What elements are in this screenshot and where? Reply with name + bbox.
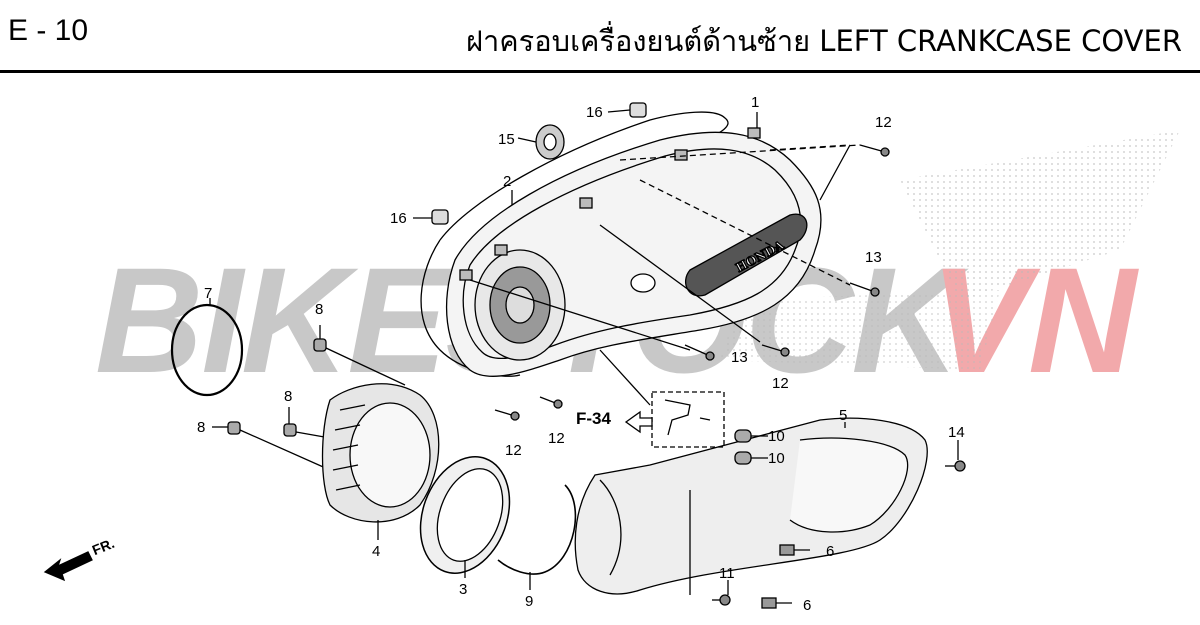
cap-10-lower (734, 451, 752, 465)
callout-15: 15 (498, 131, 515, 148)
grommet-8-top (313, 338, 327, 352)
bolt-12-mid-head (553, 399, 563, 409)
cover-boss-5 (459, 269, 473, 281)
screw-11-head (719, 594, 731, 606)
callout-13-right: 13 (865, 249, 882, 266)
ref-label-f34: F-34 (576, 409, 612, 428)
leader-6 (776, 549, 810, 604)
bolt-13-right-head (870, 287, 880, 297)
clip-6-upper (779, 544, 795, 556)
bolt-12-left-head (510, 411, 520, 421)
callout-2: 2 (503, 173, 511, 190)
cover-boss-4 (494, 244, 508, 256)
bearing-inner (543, 133, 557, 151)
bracket-f34-screw (699, 417, 711, 421)
callout-12-top: 12 (875, 114, 892, 131)
cap-10-upper (734, 429, 752, 443)
callout-13-center: 13 (731, 349, 748, 366)
leader-13-right (639, 179, 851, 286)
callout-4: 4 (372, 543, 380, 560)
clip-part-9 (497, 484, 577, 575)
leader-11 (689, 490, 729, 595)
callout-9: 9 (525, 593, 533, 610)
lower-cover-window (789, 437, 909, 533)
callout-6-lower: 6 (803, 597, 811, 614)
cover-boss-2 (674, 149, 688, 161)
cover-hole (630, 273, 656, 293)
o-ring-part-7 (170, 303, 244, 397)
clip-6-lower (761, 597, 777, 609)
grommet-8-mid (283, 423, 297, 437)
callout-10-upper: 10 (768, 428, 785, 445)
gasket-outline-upper (439, 111, 729, 241)
front-label: FR. (90, 535, 117, 558)
dowel-pin-upper (629, 102, 647, 118)
cover-boss-1 (747, 127, 761, 139)
callout-12-center: 12 (772, 375, 789, 392)
brand-plate (685, 213, 808, 297)
bolt-12-center-head (780, 347, 790, 357)
bolt-12-top-head (880, 147, 890, 157)
bracket-f34 (664, 399, 691, 436)
page-title: ฝาครอบเครื่องยนต์ด้านซ้าย LEFT CRANKCASE… (466, 24, 1182, 58)
watermark-dots-lower (720, 290, 1000, 370)
callout-8-mid: 8 (284, 388, 292, 405)
callout-16-upper: 16 (586, 104, 603, 121)
screw-14-head (954, 460, 966, 472)
callout-10-lower: 10 (768, 450, 785, 467)
front-direction-arrow (43, 551, 93, 582)
callout-14: 14 (948, 424, 965, 441)
leader-16-upper (607, 109, 631, 113)
callout-layer: 1 2 3 4 5 6 6 7 8 8 8 9 10 10 11 12 12 1… (197, 94, 965, 614)
leader-10 (751, 435, 768, 459)
ref-arrow (624, 410, 653, 434)
callout-7: 7 (204, 285, 212, 302)
page-header: E - 10 ฝาครอบเครื่องยนต์ด้านซ้าย LEFT CR… (0, 0, 1200, 73)
leader-12-top-drop (819, 144, 851, 201)
ring-part-3-inner (436, 468, 504, 562)
section-code: E - 10 (8, 14, 89, 47)
fan-cover-fins (332, 404, 366, 491)
lower-cover-edge (599, 479, 622, 576)
watermark-wing-pattern (900, 130, 1180, 300)
crankcase-cover-inner-edge (462, 148, 802, 359)
leader-12-top (619, 144, 861, 161)
cover-boss-3 (579, 197, 593, 209)
leader-13-center (469, 224, 761, 351)
callout-16-lower: 16 (390, 210, 407, 227)
callout-8-left: 8 (197, 419, 205, 436)
callout-1: 1 (751, 94, 759, 111)
callout-11: 11 (719, 565, 735, 582)
bolt-13-center-head (705, 351, 715, 361)
watermark: BIKESTOCK VN (95, 130, 1180, 404)
callout-3: 3 (459, 581, 467, 598)
callout-5: 5 (839, 407, 847, 424)
grommet-8-left (227, 421, 241, 435)
dowel-pin-lower (431, 209, 449, 225)
cover-fan-hub (505, 286, 535, 324)
leader-15 (517, 137, 537, 143)
callout-8-top: 8 (315, 301, 323, 318)
leader-f34 (599, 349, 651, 406)
header-rule (0, 70, 1200, 73)
callout-12-mid: 12 (548, 430, 565, 447)
callout-12-left: 12 (505, 442, 522, 459)
fan-cover-opening (349, 402, 431, 508)
callout-6-upper: 6 (826, 543, 834, 560)
